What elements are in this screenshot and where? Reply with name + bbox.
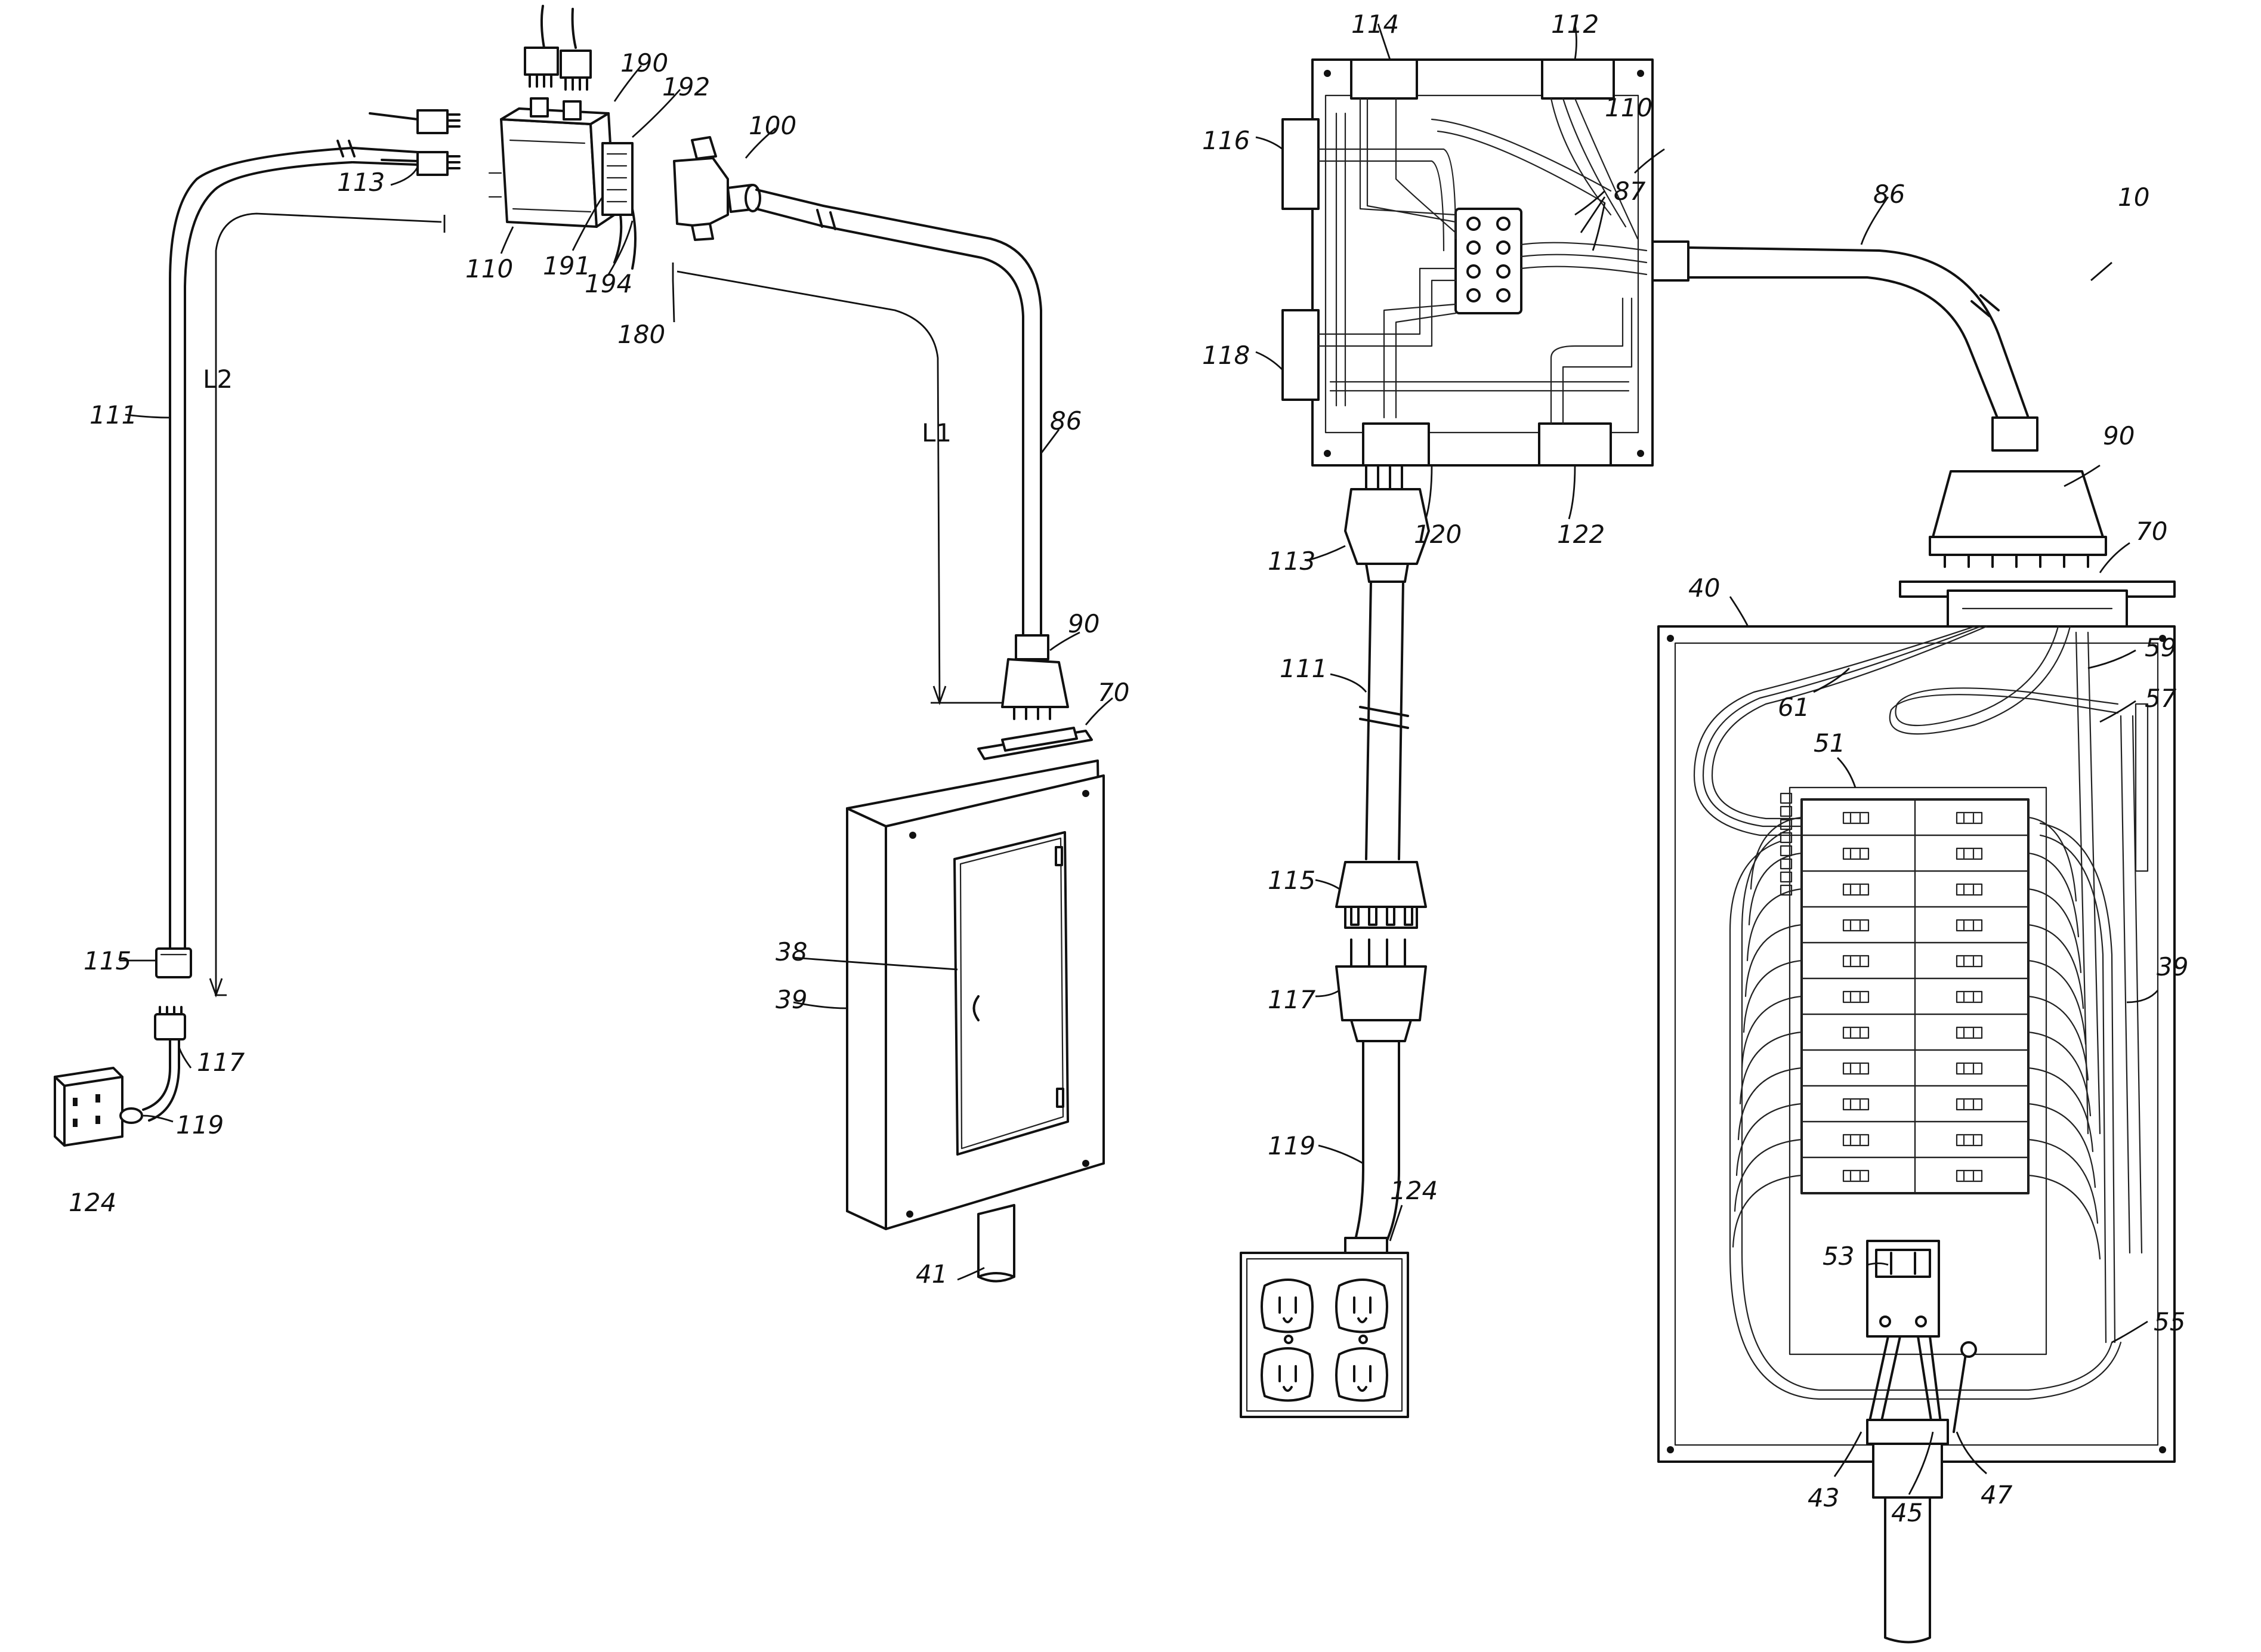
label-112: 112 xyxy=(1551,10,1599,39)
label-59: 59 xyxy=(2145,633,2176,662)
label-70: 70 xyxy=(1098,678,1129,707)
label-119: 119 xyxy=(176,1110,224,1140)
plate-70-left xyxy=(978,728,1092,759)
dimension-L2 xyxy=(210,214,444,995)
adapter-100 xyxy=(674,137,823,240)
plug-117-detail xyxy=(1336,940,1426,1041)
label-191: 191 xyxy=(543,251,591,280)
label-43: 43 xyxy=(1808,1483,1839,1512)
label-119-detail: 119 xyxy=(1268,1131,1315,1160)
label-113: 113 xyxy=(337,168,385,197)
connector-115-detail xyxy=(1336,862,1426,928)
label-39: 39 xyxy=(776,985,807,1014)
label-38: 38 xyxy=(776,937,807,967)
label-192: 192 xyxy=(662,72,710,101)
label-100: 100 xyxy=(749,111,796,140)
label-55: 55 xyxy=(2154,1307,2185,1336)
label-117-detail: 117 xyxy=(1268,985,1315,1014)
label-117: 117 xyxy=(197,1048,245,1077)
label-41: 41 xyxy=(916,1259,947,1289)
label-86: 86 xyxy=(1050,406,1082,436)
cord-111-loop xyxy=(170,141,418,949)
label-120: 120 xyxy=(1414,520,1462,549)
label-90-detail: 90 xyxy=(2103,421,2135,450)
duplex-outlet-124-detail xyxy=(1241,1253,1408,1417)
label-61: 61 xyxy=(1778,693,1809,722)
label-70-detail: 70 xyxy=(2136,517,2167,546)
label-118: 118 xyxy=(1202,341,1250,370)
label-194: 194 xyxy=(585,269,632,298)
label-124: 124 xyxy=(69,1188,116,1217)
label-fig-10: 10 xyxy=(2118,183,2149,212)
right-detail xyxy=(1241,60,2174,1642)
label-L2: L2 xyxy=(203,365,233,394)
label-122: 122 xyxy=(1557,520,1605,549)
plate-70-right xyxy=(1900,582,2174,629)
label-115: 115 xyxy=(84,946,131,975)
main-breaker-53 xyxy=(1867,1241,1939,1336)
connector-90-left xyxy=(1002,635,1068,719)
label-110: 110 xyxy=(465,254,513,283)
label-45: 45 xyxy=(1891,1498,1923,1527)
label-111-detail: 111 xyxy=(1280,654,1327,683)
label-180: 180 xyxy=(617,320,665,349)
duplex-outlet-124-small xyxy=(55,1068,142,1145)
dimension-L1 xyxy=(673,263,1005,703)
adapter-box-110 xyxy=(489,98,635,268)
label-57: 57 xyxy=(2145,684,2177,713)
plug-117-small xyxy=(143,1007,185,1120)
connector-90-right xyxy=(1930,471,2106,567)
left-overview xyxy=(55,6,1104,1282)
label-110-detail: 110 xyxy=(1605,93,1652,122)
junction-box-110 xyxy=(1283,60,1652,465)
conduit-86-right xyxy=(1652,242,2037,450)
label-40: 40 xyxy=(1688,573,1720,603)
electrical-panel-39 xyxy=(847,761,1104,1229)
label-51: 51 xyxy=(1814,728,1845,758)
label-87: 87 xyxy=(1614,177,1646,206)
label-113-detail: 113 xyxy=(1268,546,1315,576)
cord-119-detail xyxy=(1345,1041,1399,1253)
label-39-detail: 39 xyxy=(2157,952,2188,981)
label-90: 90 xyxy=(1068,609,1099,638)
label-190: 190 xyxy=(620,48,668,78)
label-111: 111 xyxy=(89,400,137,430)
label-115-detail: 115 xyxy=(1268,866,1315,895)
label-53: 53 xyxy=(1823,1242,1854,1271)
label-116: 116 xyxy=(1202,126,1250,155)
label-47: 47 xyxy=(1981,1480,2013,1509)
pipe-41 xyxy=(978,1205,1014,1282)
label-124-detail: 124 xyxy=(1390,1176,1438,1205)
connector-115-small xyxy=(156,949,191,977)
label-L1: L1 xyxy=(922,418,952,447)
cord-111-detail xyxy=(1360,582,1408,859)
label-86-detail: 86 xyxy=(1873,180,1905,209)
plug-pair-top xyxy=(525,6,591,89)
label-114: 114 xyxy=(1351,10,1399,39)
